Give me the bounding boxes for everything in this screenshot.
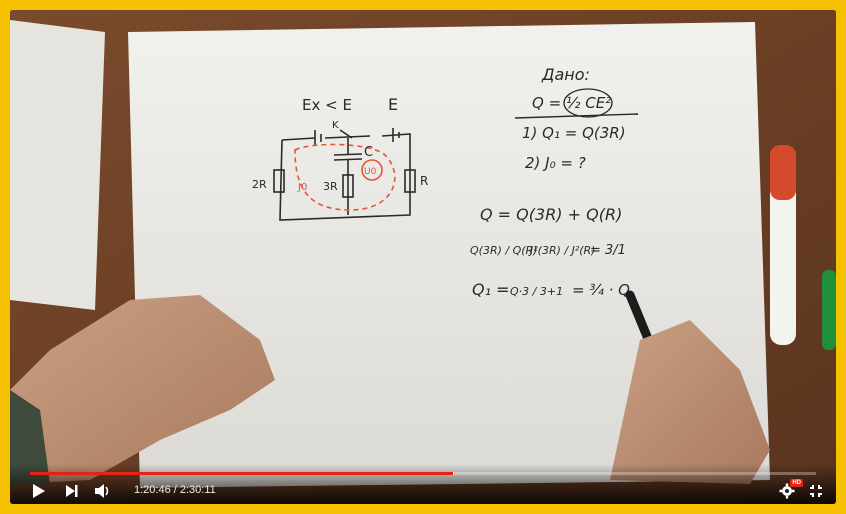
red-marker: [770, 145, 796, 345]
ratio-right: = 3/1: [590, 243, 626, 258]
label-u0: U0: [364, 167, 377, 177]
right-hand: [610, 290, 770, 484]
circuit-diagram: [273, 128, 416, 221]
volume-button[interactable]: [92, 482, 114, 500]
given-item-2: 2) J₀ = ?: [525, 154, 586, 172]
circuit-emf-right: E: [388, 95, 398, 114]
given-item-1: 1) Q₁ = Q(3R): [522, 124, 626, 142]
equation-3-fraction: Q·3 / 3+1: [510, 285, 563, 298]
equation-3-left: Q₁ =: [472, 280, 510, 299]
given-underline: [514, 113, 639, 119]
equation-1: Q = Q(3R) + Q(R): [480, 205, 622, 224]
video-frame[interactable]: Ex < E E K C 2R 3R R J0 U0 Дано: Q = ½ C…: [10, 10, 836, 504]
settings-button[interactable]: HD: [776, 479, 803, 500]
label-k: K: [332, 120, 339, 131]
player-controls: 1:20:46 / 2:30:11 HD: [10, 464, 836, 504]
given-title: Дано:: [541, 65, 590, 84]
play-icon: [33, 484, 45, 498]
ratio-left: Q(3R) / Q(R): [470, 244, 537, 257]
label-2r: 2R: [252, 178, 267, 191]
quality-badge: HD: [790, 479, 803, 487]
voltage-circle: [361, 159, 383, 181]
progress-bar[interactable]: [30, 472, 816, 475]
green-marker: [822, 270, 836, 350]
label-c: C: [364, 145, 373, 160]
given-formula: Q = ½ CE²: [532, 94, 611, 112]
exit-fullscreen-icon: [810, 485, 822, 497]
side-paper: [10, 20, 105, 310]
next-icon: [66, 485, 78, 497]
current-loop: [294, 143, 396, 211]
progress-played: [30, 472, 453, 475]
label-3r: 3R: [323, 180, 338, 193]
volume-icon: [95, 484, 109, 498]
play-button[interactable]: [28, 482, 50, 500]
equation-3-right: = ¾ · Q: [572, 281, 630, 299]
label-j0: J0: [297, 182, 307, 193]
formula-highlight: [563, 88, 613, 118]
ratio-middle: J²(3R) / J²(R): [528, 244, 595, 257]
label-r: R: [420, 174, 428, 188]
video-player[interactable]: Ex < E E K C 2R 3R R J0 U0 Дано: Q = ½ C…: [10, 10, 836, 504]
left-hand: [10, 295, 275, 484]
next-button[interactable]: [62, 482, 82, 500]
paper-sheet: [128, 22, 770, 488]
settings-icon: [779, 483, 795, 499]
time-display: 1:20:46 / 2:30:11: [134, 484, 216, 496]
circuit-emf-left: Ex < E: [302, 96, 352, 114]
exit-fullscreen-button[interactable]: [806, 482, 826, 500]
